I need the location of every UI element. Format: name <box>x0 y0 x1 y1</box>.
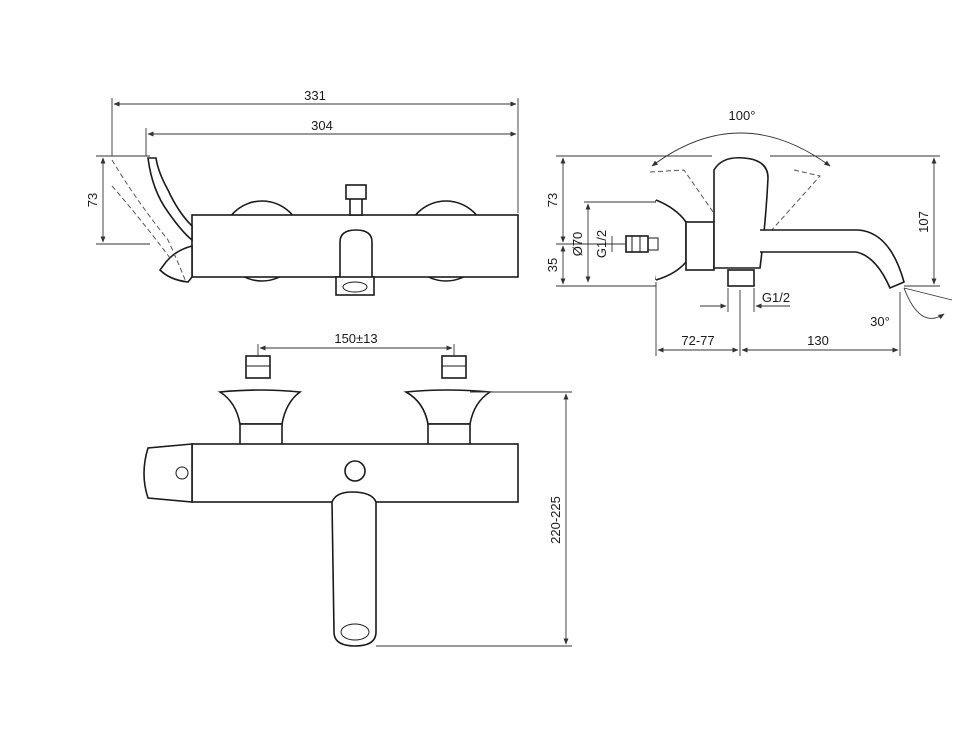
handle-ghost-left <box>649 169 721 223</box>
right-connection-nut <box>441 355 467 379</box>
dim-side-height: 107 <box>916 211 931 233</box>
inlet-stem <box>647 237 659 251</box>
dim-spout-reach: 130 <box>807 333 829 348</box>
dim-side-diameter: Ø70 <box>570 232 585 257</box>
top-aerator <box>340 623 370 641</box>
aerator <box>342 281 368 293</box>
lever-ghost <box>111 159 187 283</box>
right-escutcheon <box>403 389 493 425</box>
dim-handle-angle: 100° <box>729 108 756 123</box>
left-escutcheon <box>217 389 303 425</box>
cap-screw <box>175 466 189 480</box>
dim-spout-angle: 30° <box>870 314 890 329</box>
side-handle <box>713 156 769 269</box>
handle-ghost-right <box>769 169 821 233</box>
dim-body-length: 304 <box>311 118 333 133</box>
top-spout <box>331 491 377 647</box>
front-view: 331 304 73 <box>85 88 519 296</box>
lever-ghost-2 <box>111 185 171 259</box>
right-collar <box>427 423 471 447</box>
top-view: 150±13 220-225 <box>143 331 572 647</box>
diverter-top <box>344 460 366 482</box>
dim-top-depth: 220-225 <box>548 496 563 544</box>
dim-wall-distance: 72-77 <box>681 333 714 348</box>
diverter-cap <box>345 184 367 200</box>
body-end <box>685 221 715 271</box>
left-collar <box>239 423 283 447</box>
spout <box>339 229 373 277</box>
side-view: 100° 107 73 35 Ø70 G1/2 G1/2 30° <box>545 108 953 356</box>
dim-side-lower: 35 <box>545 258 560 272</box>
dim-side-top: 73 <box>545 193 560 207</box>
rosette-body <box>655 199 687 281</box>
side-spout <box>760 229 905 290</box>
dim-outlet-thread: G1/2 <box>762 290 790 305</box>
dim-lever-height: 73 <box>85 193 100 207</box>
dim-connection-spacing: 150±13 <box>334 331 377 346</box>
dim-overall-length: 331 <box>304 88 326 103</box>
inlet-nut <box>625 235 649 253</box>
outlet-connector <box>727 269 755 287</box>
lever-side <box>158 244 193 283</box>
left-connection-nut <box>245 355 271 379</box>
lever <box>147 157 193 242</box>
dim-thread-left: G1/2 <box>594 230 609 258</box>
top-lever-cap <box>143 443 193 503</box>
